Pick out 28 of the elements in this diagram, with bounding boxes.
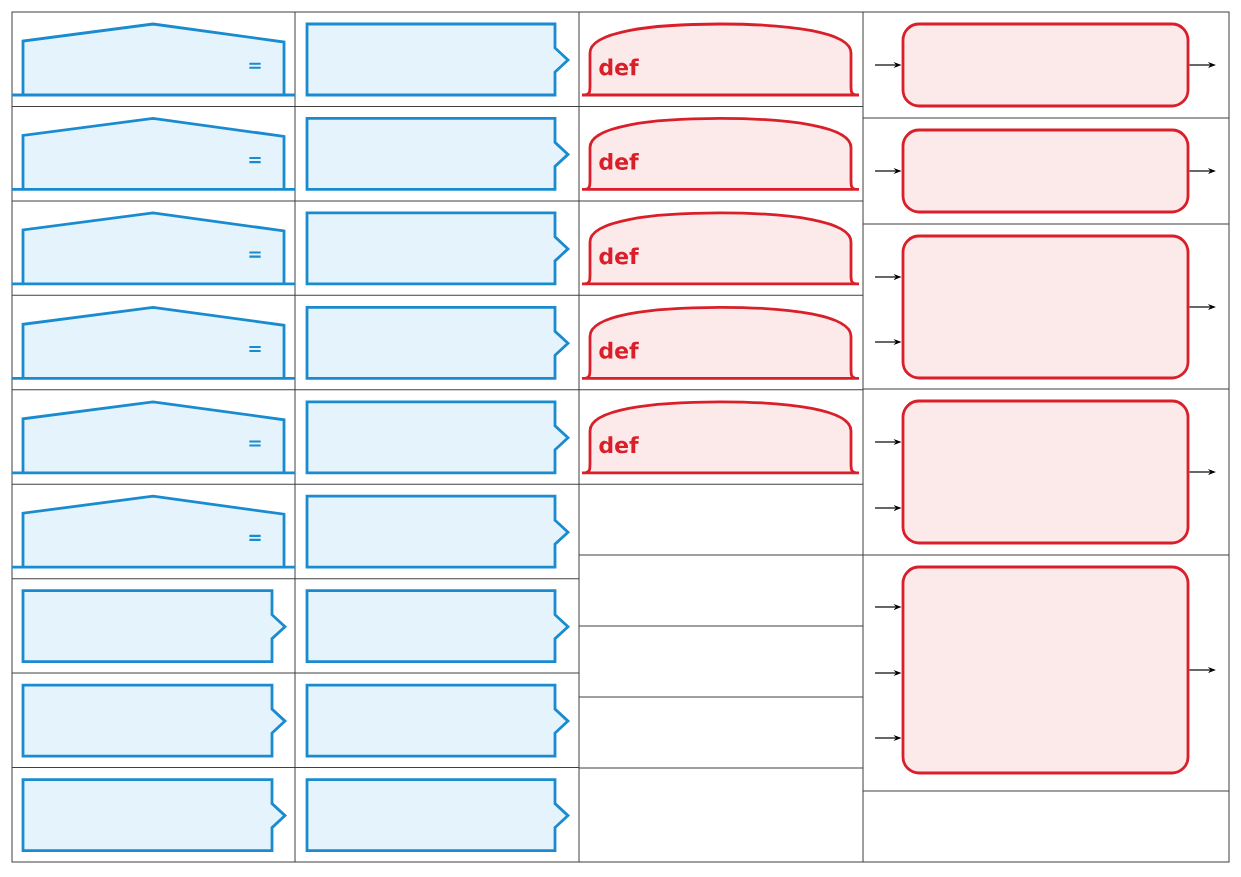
define-block: def [580, 305, 861, 380]
command-block [305, 589, 571, 664]
define-block: def [580, 211, 861, 286]
function-box [901, 22, 1190, 108]
command-block [21, 683, 288, 758]
command-block [21, 589, 288, 664]
hat-block: = [10, 400, 297, 475]
command-block [305, 305, 571, 380]
define-block: def [580, 22, 861, 97]
command-block [305, 22, 571, 97]
hat-block: = [10, 494, 297, 569]
hat-block: = [10, 211, 297, 286]
command-block [305, 117, 571, 191]
function-box [901, 565, 1190, 775]
command-block [305, 683, 571, 758]
command-block [305, 778, 571, 852]
hat-block: = [10, 22, 297, 97]
function-box [901, 399, 1190, 545]
hat-block: = [10, 305, 297, 380]
command-block [21, 778, 288, 852]
command-block [305, 211, 571, 286]
function-box [901, 234, 1190, 380]
define-block: def [580, 117, 861, 191]
command-block [305, 494, 571, 569]
hat-block: = [10, 116, 297, 191]
function-box [901, 128, 1190, 214]
command-block [305, 400, 571, 475]
define-block: def [580, 400, 861, 475]
